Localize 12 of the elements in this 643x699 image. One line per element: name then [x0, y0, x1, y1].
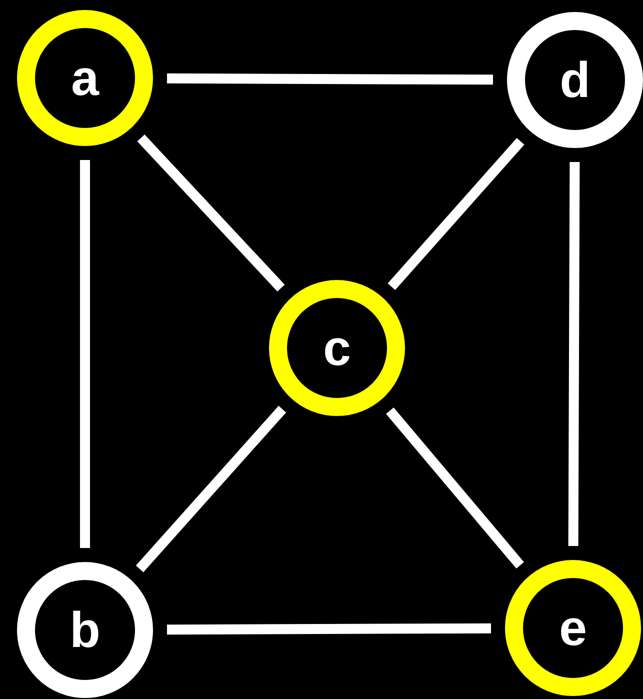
connector-line [80, 160, 90, 548]
connector-line [388, 138, 524, 290]
connector-line [137, 134, 285, 292]
connector-line [386, 407, 524, 569]
node-label: d [560, 55, 590, 105]
node-label: a [71, 53, 99, 103]
connector-line [166, 623, 492, 635]
node-label: e [559, 603, 587, 653]
connector-line [136, 406, 286, 572]
node-label: b [70, 605, 100, 655]
connector-line [166, 73, 494, 85]
node-label: c [323, 323, 351, 373]
